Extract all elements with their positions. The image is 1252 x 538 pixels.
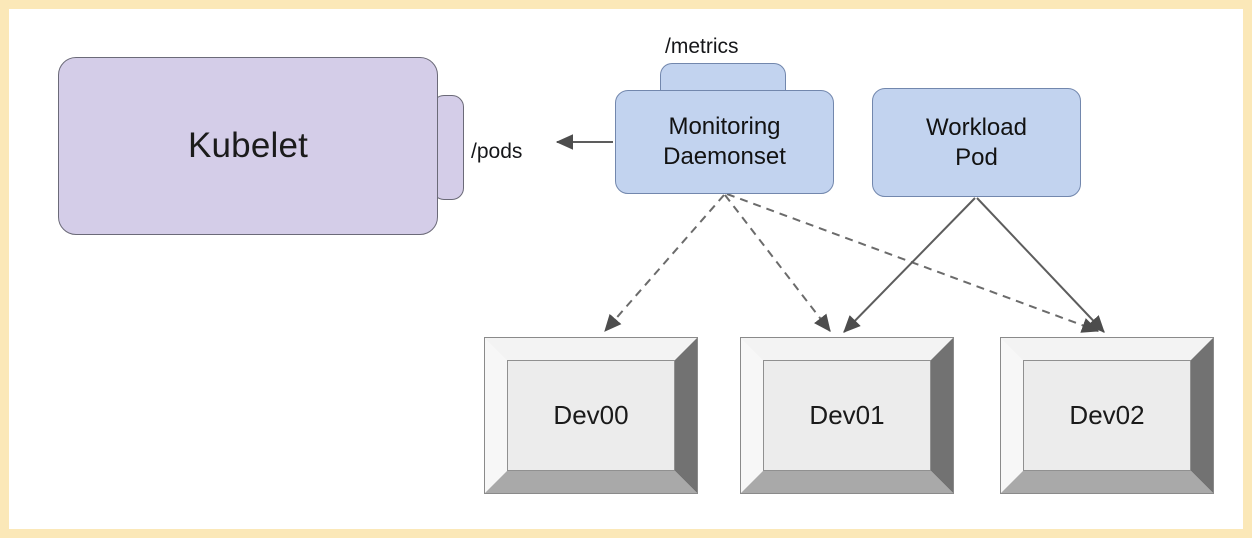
node-workload-pod[interactable]: Workload Pod [872, 88, 1081, 197]
node-kubelet[interactable]: Kubelet [58, 57, 438, 235]
bevel-bottom-edge [741, 471, 953, 493]
node-monitoring-daemonset[interactable]: Monitoring Daemonset [615, 90, 834, 194]
node-dev00-label: Dev00 [553, 400, 629, 430]
dev01-face: Dev01 [763, 360, 931, 471]
node-dev02[interactable]: Dev02 [1000, 337, 1214, 494]
bevel-right-edge [931, 338, 953, 493]
node-dev02-label: Dev02 [1069, 400, 1145, 430]
dev00-bevel [485, 338, 697, 493]
bevel-top-edge [1001, 338, 1213, 360]
bevel-left-edge [1001, 338, 1023, 493]
bevel-left-edge [741, 338, 763, 493]
dev00-face: Dev00 [507, 360, 675, 471]
edge-workload-to-dev01 [843, 197, 976, 333]
edge-daemonset-to-dev02 [726, 193, 1100, 333]
edge-workload-to-dev02 [976, 197, 1105, 333]
node-dev01-label: Dev01 [809, 400, 885, 430]
bevel-right-edge [1191, 338, 1213, 493]
node-dev01[interactable]: Dev01 [740, 337, 954, 494]
dev02-bevel [1001, 338, 1213, 493]
edge-label-metrics: /metrics [665, 35, 739, 58]
dev02-face: Dev02 [1023, 360, 1191, 471]
edge-daemonset-to-dev01 [724, 194, 831, 332]
node-workload-pod-label-line1: Workload [926, 113, 1027, 141]
bevel-left-edge [485, 338, 507, 493]
node-monitoring-daemonset-label-line2: Daemonset [663, 143, 786, 170]
edge-label-pods: /pods [471, 140, 523, 163]
node-monitoring-daemonset-label-line1: Monitoring [668, 113, 781, 140]
diagram-stage: Kubelet /pods /metrics Monitoring Daemon… [9, 9, 1243, 529]
node-dev00[interactable]: Dev00 [484, 337, 698, 494]
bevel-top-edge [741, 338, 953, 360]
bevel-right-edge [675, 338, 697, 493]
bevel-bottom-edge [1001, 471, 1213, 493]
node-kubelet-label: Kubelet [187, 126, 309, 165]
daemonset-metrics-tab[interactable] [660, 63, 786, 93]
bevel-top-edge [485, 338, 697, 360]
dev01-bevel [741, 338, 953, 493]
node-workload-pod-label-line2: Pod [955, 143, 998, 171]
edge-daemonset-to-dev00 [604, 194, 725, 332]
bevel-bottom-edge [485, 471, 697, 493]
